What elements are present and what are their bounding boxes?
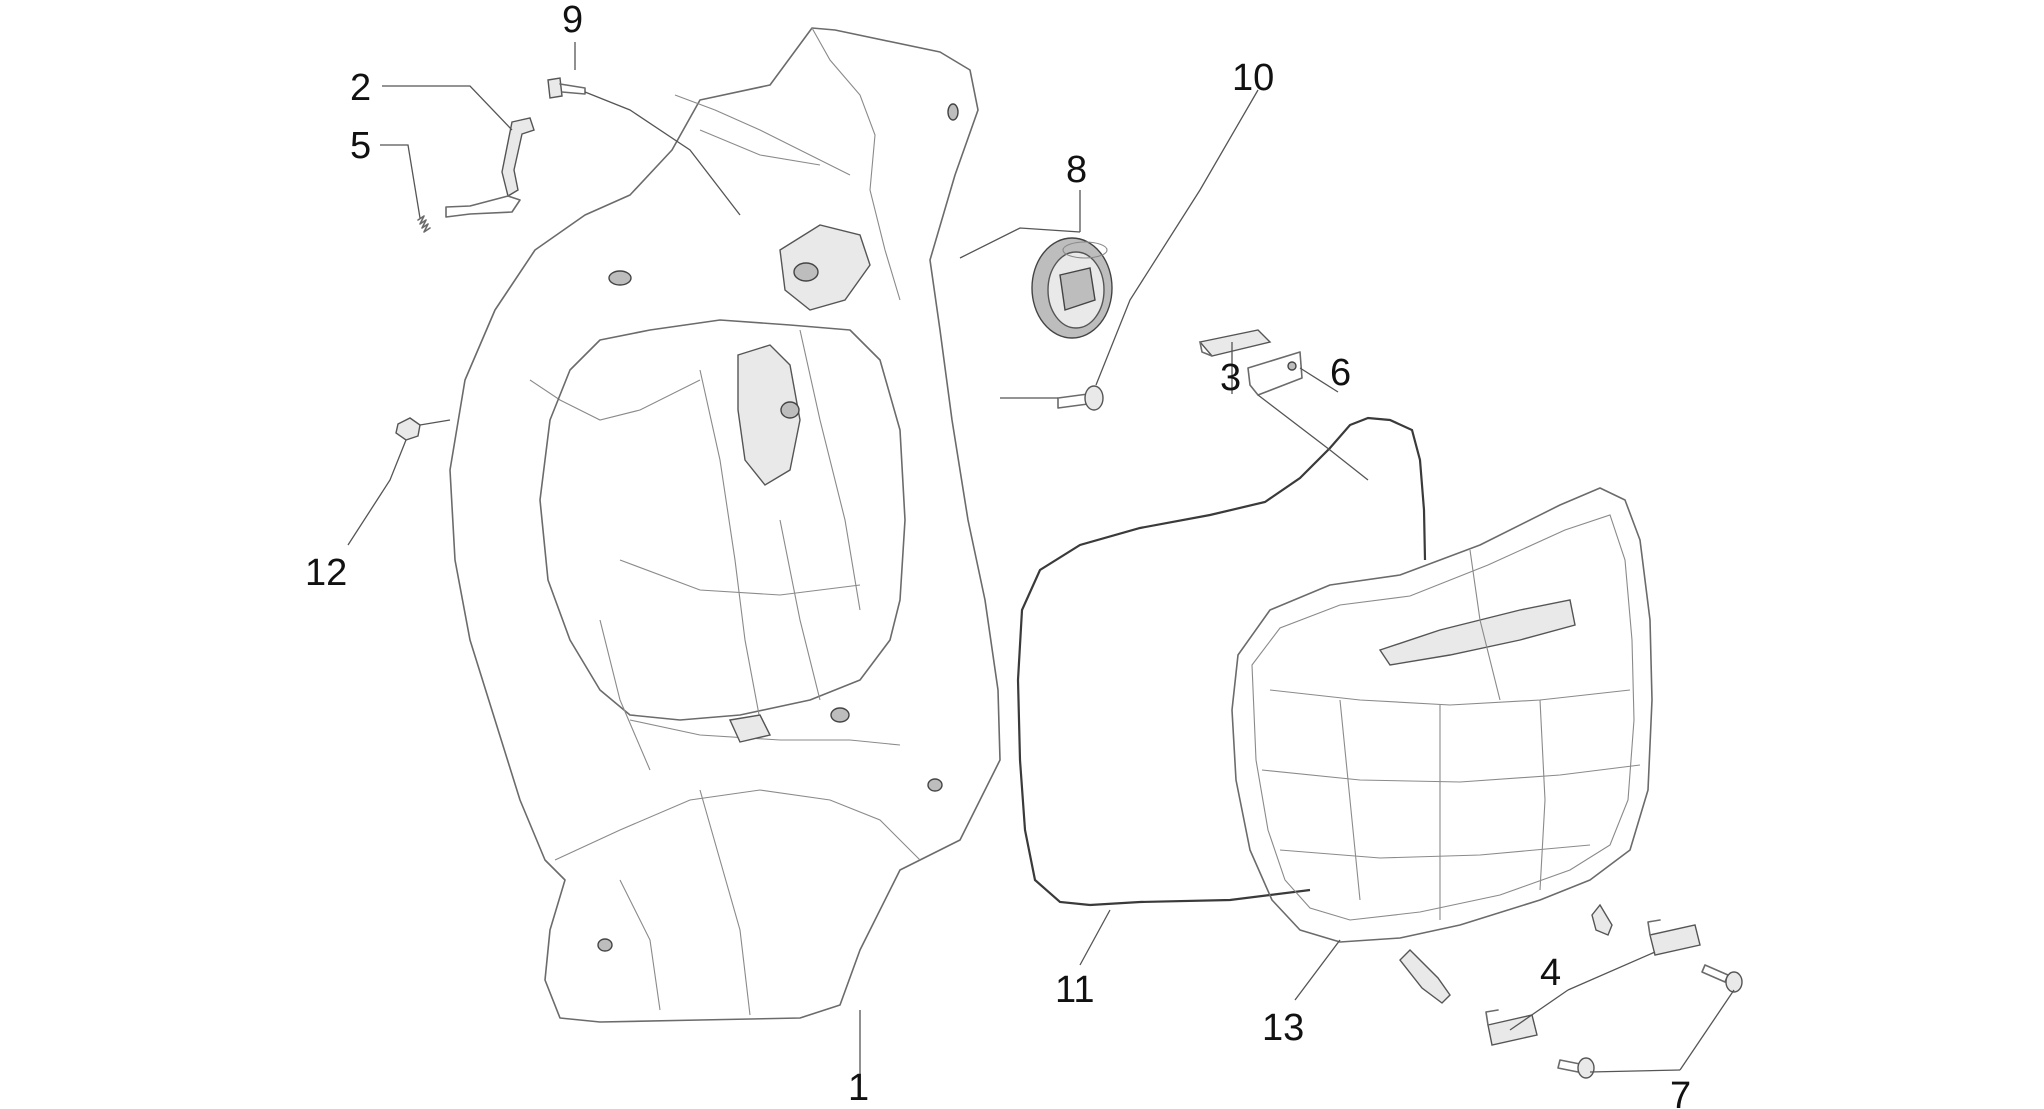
callout-11: 11 bbox=[1055, 969, 1094, 1011]
callout-10: 10 bbox=[1232, 57, 1274, 99]
leader-lines bbox=[347, 42, 1735, 1085]
part-4-hinge-brackets bbox=[1485, 919, 1701, 1046]
part-7-screws bbox=[1557, 964, 1743, 1079]
leader-6 bbox=[1299, 367, 1339, 393]
leader-13 bbox=[1294, 939, 1341, 1001]
callout-12: 12 bbox=[305, 552, 347, 594]
callout-5: 5 bbox=[350, 125, 371, 167]
part-1-leg-shield bbox=[449, 27, 1001, 1023]
part-10-screw bbox=[1057, 385, 1104, 411]
leader-7 bbox=[1679, 989, 1735, 1071]
callout-3: 3 bbox=[1220, 357, 1241, 399]
callout-6: 6 bbox=[1330, 352, 1351, 394]
part-11-cable bbox=[1016, 416, 1427, 907]
part-12-clip bbox=[395, 417, 421, 441]
leader-2 bbox=[382, 85, 513, 131]
leader-4 bbox=[1567, 951, 1656, 991]
part-9-screw bbox=[547, 77, 586, 99]
callout-7: 7 bbox=[1670, 1075, 1691, 1109]
part-3-bracket bbox=[1198, 329, 1272, 357]
callout-1: 1 bbox=[848, 1067, 869, 1109]
callout-labels: 1 2 3 4 5 6 7 8 9 10 11 12 13 bbox=[305, 0, 1691, 1109]
callout-9: 9 bbox=[562, 0, 583, 41]
callout-13: 13 bbox=[1262, 1007, 1304, 1049]
part-6-plate bbox=[1247, 351, 1303, 396]
part-5-spring bbox=[417, 195, 521, 233]
leader-12 bbox=[347, 439, 407, 546]
callout-4: 4 bbox=[1540, 952, 1561, 994]
part-13-glovebox-door bbox=[1231, 487, 1653, 1004]
leader-11 bbox=[1079, 909, 1111, 966]
part-8-lock bbox=[1031, 237, 1113, 339]
callout-8: 8 bbox=[1066, 149, 1087, 191]
leader-5 bbox=[380, 144, 421, 219]
leader-10 bbox=[1095, 89, 1259, 386]
callout-2: 2 bbox=[350, 67, 371, 109]
part-2-hook bbox=[501, 117, 535, 198]
